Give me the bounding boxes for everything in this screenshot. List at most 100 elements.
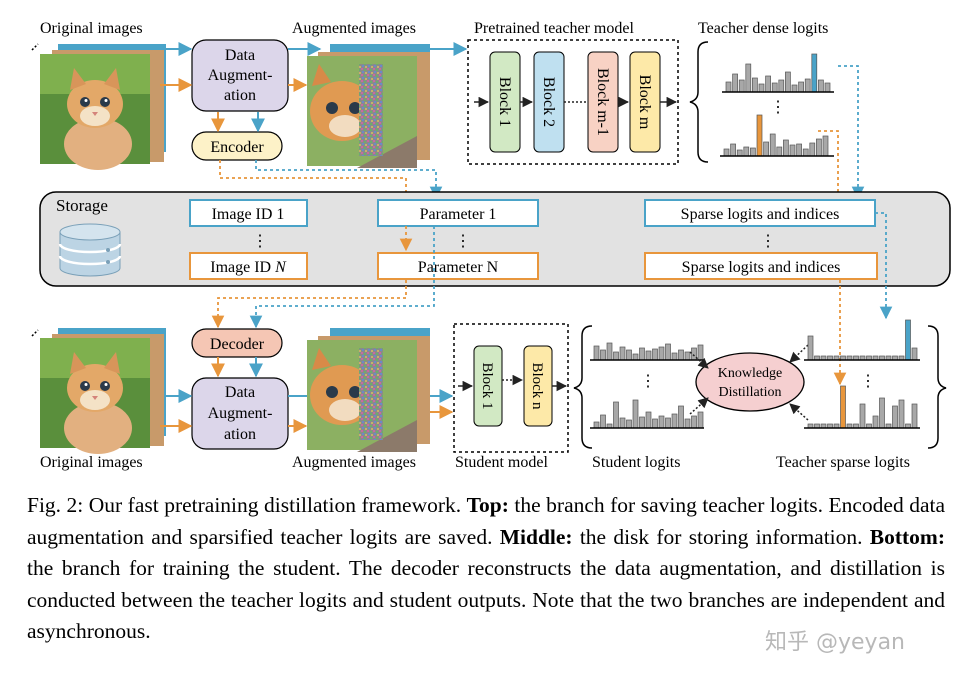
teacher-dense-logits-label: Teacher dense logits bbox=[698, 20, 828, 37]
teacher-block-m-1-label: Block m-1 bbox=[594, 68, 611, 136]
caption-fig: Fig. 2: Our fast pretraining distillatio… bbox=[27, 493, 462, 517]
logit-bar bbox=[791, 84, 798, 93]
logit-bar bbox=[769, 133, 776, 157]
logit-bar bbox=[758, 83, 765, 93]
caption-bottom-label: Bottom: bbox=[869, 524, 945, 549]
knowledge-distillation-text-1: Knowledge bbox=[718, 366, 783, 381]
bottom-augmented-cat-image bbox=[307, 340, 417, 452]
teacher-model-frame bbox=[467, 39, 679, 165]
logit-bar bbox=[732, 73, 738, 93]
logit-bar bbox=[606, 342, 613, 361]
logit-bar bbox=[752, 77, 758, 93]
bottom-original-cat-image bbox=[40, 338, 150, 454]
decoder-box bbox=[191, 328, 283, 358]
parameter-n-text: Parameter N bbox=[418, 259, 499, 276]
logit-bar bbox=[684, 418, 691, 429]
logit-bar bbox=[736, 149, 743, 157]
logit-bar bbox=[665, 343, 671, 361]
image-id-1-box bbox=[189, 199, 308, 227]
logit-bar bbox=[763, 141, 769, 157]
bottom-data-augmentation-box bbox=[191, 377, 289, 450]
logit-bar bbox=[743, 146, 750, 157]
logit-bar bbox=[783, 139, 789, 157]
parameter-1-box bbox=[377, 199, 539, 227]
logit-bar bbox=[619, 417, 626, 429]
logit-bar bbox=[684, 351, 691, 361]
bottom-data-augmentation-text-2: Augment- bbox=[208, 405, 273, 422]
student-logits-chart-2 bbox=[590, 399, 704, 429]
logit-bar bbox=[905, 319, 911, 361]
knowledge-distillation-node bbox=[695, 352, 805, 412]
logit-bar bbox=[911, 347, 918, 361]
top-original-cat-image bbox=[40, 54, 150, 170]
student-model-label: Student model bbox=[455, 454, 548, 471]
logit-bar bbox=[665, 417, 671, 429]
logit-bar bbox=[756, 114, 763, 157]
bottom-original-images-label: Original images bbox=[40, 454, 143, 471]
top-data-augmentation-box bbox=[191, 39, 289, 112]
storage-ellipsis-1: ⋮ bbox=[252, 233, 268, 250]
caption-middle-text: the disk for storing information. bbox=[579, 524, 863, 549]
teacher-dense-logits-chart-1 bbox=[722, 53, 834, 93]
parameter-n-box bbox=[377, 252, 539, 280]
top-data-augmentation-text-1: Data bbox=[225, 47, 255, 64]
logit-bar bbox=[802, 148, 809, 157]
logit-bar bbox=[765, 75, 771, 93]
logit-bar bbox=[750, 147, 756, 157]
logit-bar bbox=[804, 78, 811, 93]
logit-bar bbox=[872, 415, 879, 429]
database-icon bbox=[58, 223, 122, 277]
bottom-augmented-images-label: Augmented images bbox=[292, 454, 416, 471]
teacher-block-m-label: Block m bbox=[636, 75, 653, 130]
logit-bar bbox=[645, 411, 652, 429]
teacher-sparse-logits-brace bbox=[927, 325, 947, 449]
logit-bar bbox=[725, 81, 732, 93]
logit-bar bbox=[671, 413, 678, 429]
logit-bar bbox=[639, 347, 645, 361]
logit-bar bbox=[811, 53, 818, 93]
figure-caption: Fig. 2: Our fast pretraining distillatio… bbox=[27, 490, 945, 648]
logit-bar bbox=[691, 415, 697, 429]
logit-bar bbox=[632, 399, 639, 429]
logit-bar bbox=[600, 349, 606, 361]
teacher-model-label: Pretrained teacher model bbox=[474, 20, 634, 37]
logit-bar bbox=[879, 397, 885, 429]
logit-bar bbox=[671, 352, 678, 361]
logit-bar bbox=[652, 348, 658, 361]
bottom-original-image-stack bbox=[31, 328, 166, 454]
logit-bar bbox=[818, 79, 824, 93]
framework-diagram: Original images Augmented images Pretrai… bbox=[31, 20, 951, 471]
storage-ellipsis-2: ⋮ bbox=[455, 233, 471, 250]
top-augmented-images-label: Augmented images bbox=[292, 20, 416, 37]
watermark: 知乎 @yeyan bbox=[765, 630, 905, 655]
student-model-frame bbox=[453, 323, 569, 453]
teacher-dense-logits-chart-2 bbox=[720, 114, 834, 157]
logit-bar bbox=[613, 351, 619, 361]
logit-bar bbox=[600, 414, 606, 429]
top-augmented-image-stack bbox=[307, 44, 430, 168]
logit-bar bbox=[619, 346, 626, 361]
logit-bar bbox=[778, 79, 785, 93]
caption-top-label: Top: bbox=[466, 493, 509, 517]
logit-bar bbox=[593, 345, 600, 361]
teacher-sparse-logits-chart-2 bbox=[804, 385, 920, 429]
logit-bar bbox=[738, 79, 745, 93]
logit-bar bbox=[798, 81, 804, 93]
caption-bottom-text: the branch for training the student. The… bbox=[27, 556, 945, 643]
decoder-text: Decoder bbox=[210, 336, 265, 353]
image-id-n-text: Image ID N bbox=[210, 259, 287, 276]
teacher-logits-brace bbox=[689, 41, 709, 163]
logit-bar bbox=[652, 418, 658, 429]
teacher-sparse-logits-chart-1 bbox=[804, 319, 920, 361]
bottom-augmented-image-stack bbox=[307, 328, 430, 452]
student-block-1-label: Block 1 bbox=[479, 362, 495, 409]
student-block-n-label: Block n bbox=[529, 362, 545, 410]
encoder-box bbox=[191, 131, 283, 161]
teacher-sparse-logits-label: Teacher sparse logits bbox=[776, 454, 910, 471]
bottom-data-augmentation-text-3: ation bbox=[224, 426, 256, 443]
logit-bar bbox=[639, 416, 645, 429]
top-data-augmentation-text-3: ation bbox=[224, 87, 256, 104]
logit-bar bbox=[898, 399, 905, 429]
logit-bar bbox=[593, 421, 600, 429]
student-logits-ellipsis: ⋮ bbox=[640, 373, 656, 390]
